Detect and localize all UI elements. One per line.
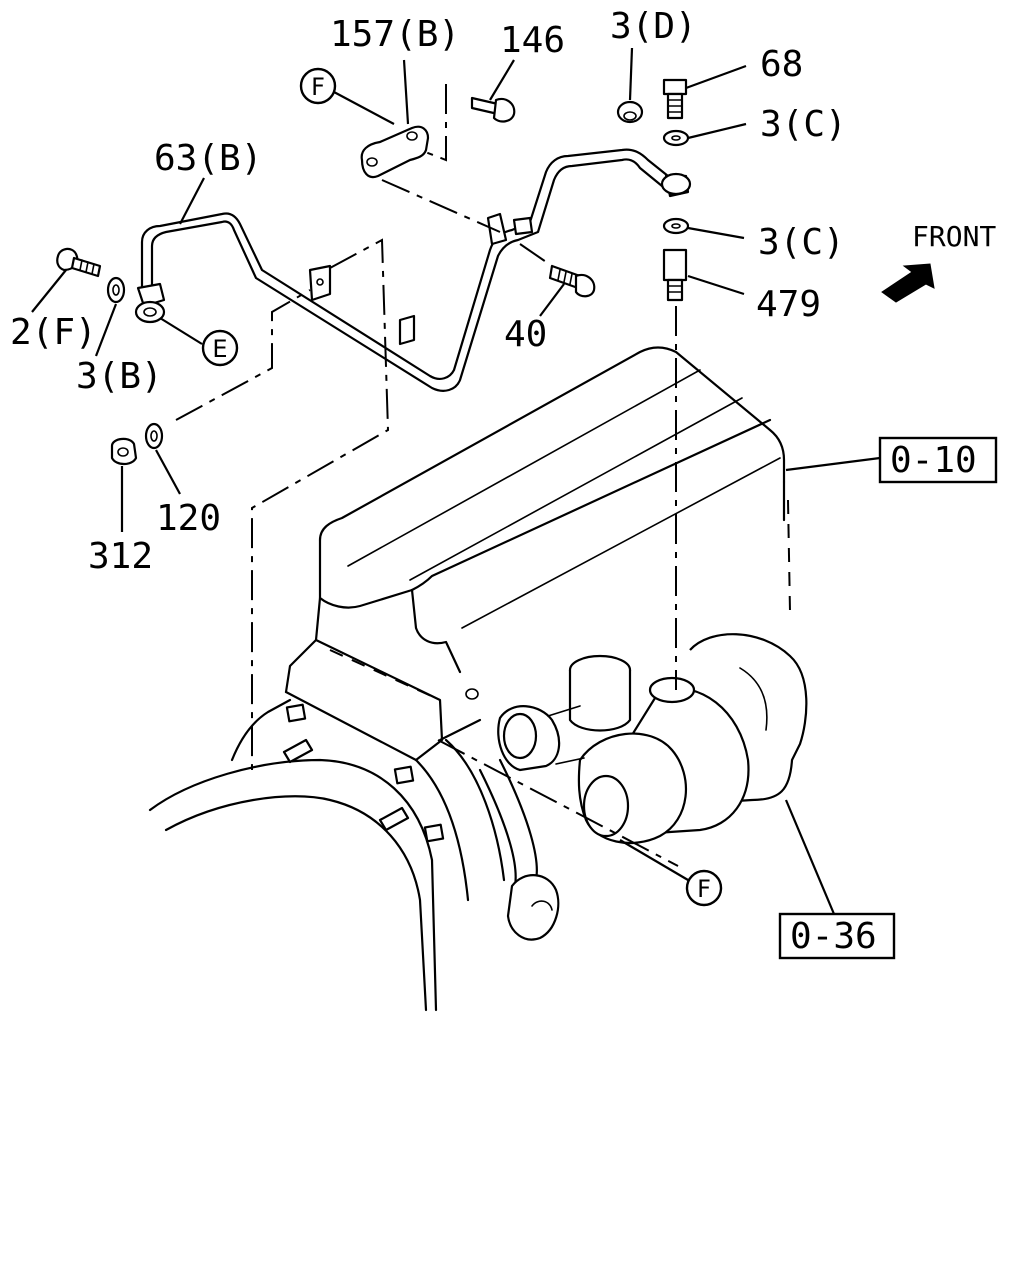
front-indicator: FRONT bbox=[881, 220, 996, 303]
callout-146: 146 bbox=[489, 20, 565, 101]
callout-3b: 3(B) bbox=[76, 303, 163, 397]
circle-tag-f-bottom: F bbox=[619, 839, 723, 907]
callout-120: 120 bbox=[155, 449, 221, 539]
circle-tag-f-top: F bbox=[299, 67, 395, 125]
callout-68: 68 bbox=[685, 44, 803, 90]
callout-label: 157(B) bbox=[330, 14, 460, 55]
oil-pipe-63b bbox=[134, 148, 692, 392]
callout-3c-upper: 3(C) bbox=[687, 104, 847, 145]
ref-box-label: 0-10 bbox=[890, 440, 977, 481]
callout-2f: 2(F) bbox=[10, 269, 97, 353]
engine-assembly bbox=[148, 346, 791, 1012]
alignment-lines bbox=[175, 84, 679, 867]
callout-312: 312 bbox=[88, 466, 153, 577]
callout-40: 40 bbox=[504, 283, 565, 355]
circle-tag-label: F bbox=[311, 73, 325, 101]
ref-box-label: 0-36 bbox=[790, 916, 877, 957]
circle-tag-e: E bbox=[159, 317, 239, 367]
front-arrow-icon bbox=[881, 263, 935, 303]
callout-label: 479 bbox=[756, 284, 821, 325]
callout-label: 68 bbox=[760, 44, 803, 85]
callout-63b: 63(B) bbox=[154, 138, 262, 225]
callout-label: 3(C) bbox=[758, 222, 845, 263]
circle-tag-label: E bbox=[212, 335, 227, 363]
callout-479: 479 bbox=[687, 274, 821, 325]
clip-157b bbox=[360, 125, 430, 179]
callout-3c-lower: 3(C) bbox=[687, 222, 845, 263]
callout-label: 120 bbox=[156, 498, 221, 539]
front-label: FRONT bbox=[912, 220, 996, 253]
callout-3d: 3(D) bbox=[610, 6, 697, 101]
callout-label: 2(F) bbox=[10, 312, 97, 353]
callout-label: 3(D) bbox=[610, 6, 697, 47]
callout-label: 312 bbox=[88, 536, 153, 577]
callout-label: 40 bbox=[504, 314, 547, 355]
callout-label: 63(B) bbox=[154, 138, 262, 179]
ref-box-0-36[interactable]: 0-36 bbox=[778, 799, 896, 960]
hardware bbox=[56, 78, 690, 466]
callout-label: 146 bbox=[500, 20, 565, 61]
ref-box-0-10[interactable]: 0-10 bbox=[785, 436, 998, 484]
callout-157b: 157(B) bbox=[330, 14, 460, 125]
turbocharger bbox=[497, 633, 808, 844]
callout-label: 3(C) bbox=[760, 104, 847, 145]
callout-label: 3(B) bbox=[76, 356, 163, 397]
circle-tag-label: F bbox=[697, 875, 711, 903]
